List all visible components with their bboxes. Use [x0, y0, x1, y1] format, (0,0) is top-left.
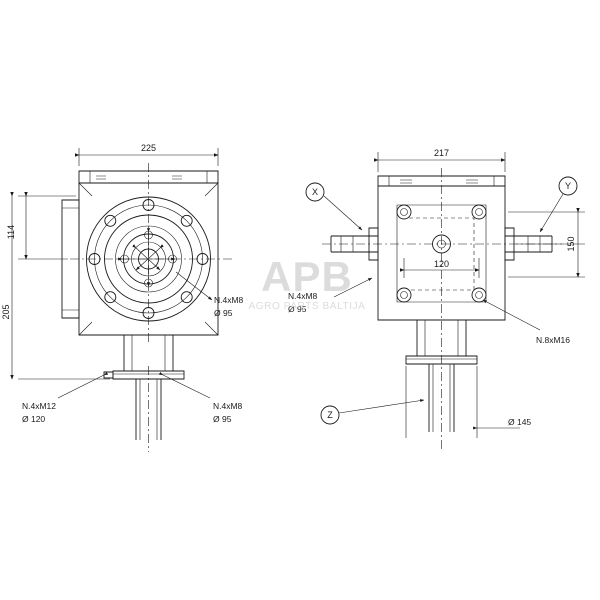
- dim-right-top-width: 217: [434, 148, 449, 158]
- callout-left-bottom-shaft-line2: Ø 95: [213, 414, 232, 424]
- side-view-dimensions: 217 120 150 Ø 145: [373, 148, 585, 438]
- front-flange-leaders: [118, 228, 213, 301]
- balloon-y-label: Y: [565, 181, 571, 191]
- callout-left-flange-line1: N.4xM8: [214, 295, 244, 305]
- front-view-geometry: [61, 163, 232, 452]
- dim-right-height: 150: [566, 236, 576, 251]
- side-view-callouts: N.4xM8 Ø 95 N.8xM16: [288, 277, 570, 345]
- side-view-geometry: [322, 168, 562, 450]
- dim-right-bottom-diameter: Ø 145: [508, 417, 531, 427]
- callout-left-flange-line2: Ø 95: [214, 308, 233, 318]
- dim-left-upper-height: 114: [6, 225, 16, 239]
- callout-right-input-line2: Ø 95: [288, 304, 307, 314]
- callout-left-bottom-flange-line2: Ø 120: [22, 414, 45, 424]
- side-view-balloons: X Y Z: [305, 176, 578, 425]
- dim-right-inner-width: 120: [434, 259, 449, 269]
- callout-right-input-line1: N.4xM8: [288, 291, 318, 301]
- dim-left-top-width: 225: [141, 143, 156, 153]
- front-view-callouts: N.4xM8 Ø 95 N.4xM12 Ø 120 N.4xM8 Ø 95: [22, 295, 244, 424]
- callout-right-housing-line1: N.8xM16: [536, 335, 570, 345]
- callout-left-bottom-flange-line1: N.4xM12: [22, 401, 56, 411]
- balloon-x-label: X: [312, 187, 318, 197]
- side-housing-bolt-bosses: [396, 204, 487, 303]
- dim-left-total-height: 205: [1, 304, 11, 319]
- balloon-z-label: Z: [327, 410, 333, 420]
- callout-left-bottom-shaft-line1: N.4xM8: [213, 401, 243, 411]
- front-view-dimensions: 225 114 205: [1, 143, 219, 380]
